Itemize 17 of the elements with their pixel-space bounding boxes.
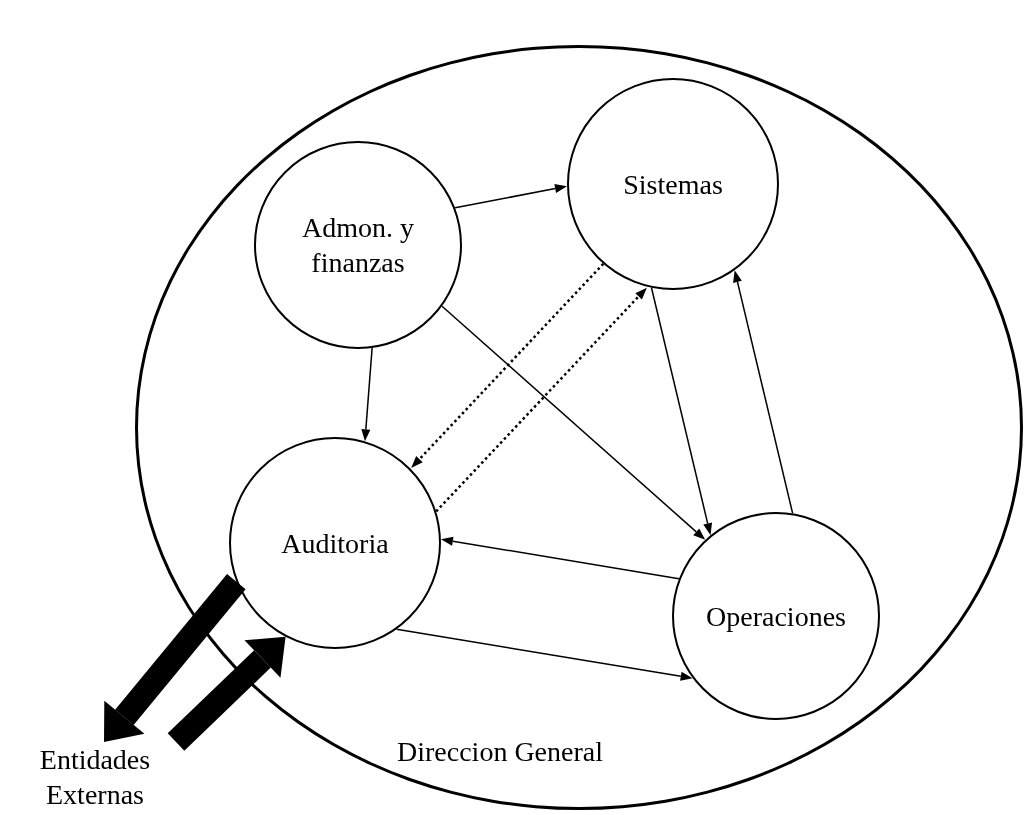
arrow [435,287,647,513]
block-arrow [167,636,286,751]
arrow [361,347,373,442]
node-label: Sistemas [623,167,723,202]
boundary-label: Direccion General [397,738,603,766]
external-entity-label: Entidades Externas [38,743,152,812]
arrow [395,628,693,681]
arrow [411,263,605,468]
node-label: Admon. y finanzas [301,211,415,280]
node-label: Auditoria [281,526,389,561]
arrow [454,184,567,209]
block-arrow [104,574,246,742]
arrow [650,287,713,536]
arrow [441,305,706,540]
arrow [440,536,680,580]
node-label: Operaciones [706,599,846,634]
arrow [733,270,794,515]
